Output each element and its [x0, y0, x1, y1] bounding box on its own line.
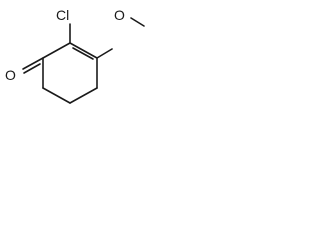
- methoxy-oxygen-label: O: [114, 7, 125, 23]
- bond-c5-c4: [69, 87, 98, 104]
- bond-o-ch3: [130, 17, 145, 27]
- bond-c2-c3-inner: [72, 47, 94, 60]
- structure-canvas: Cl O O: [0, 0, 171, 116]
- molecule-diagram: Cl O O: [5, 7, 145, 104]
- chlorine-label: Cl: [56, 7, 69, 23]
- bond-c1-o-inner: [23, 63, 41, 74]
- bond-c3-o: [96, 48, 113, 59]
- carbonyl-oxygen-label: O: [5, 67, 16, 83]
- bond-c6-c5: [42, 87, 71, 104]
- bond-c2-c3-outer: [69, 42, 98, 59]
- bond-c2-c1: [42, 42, 71, 59]
- bond-c1-o-outer: [22, 57, 44, 70]
